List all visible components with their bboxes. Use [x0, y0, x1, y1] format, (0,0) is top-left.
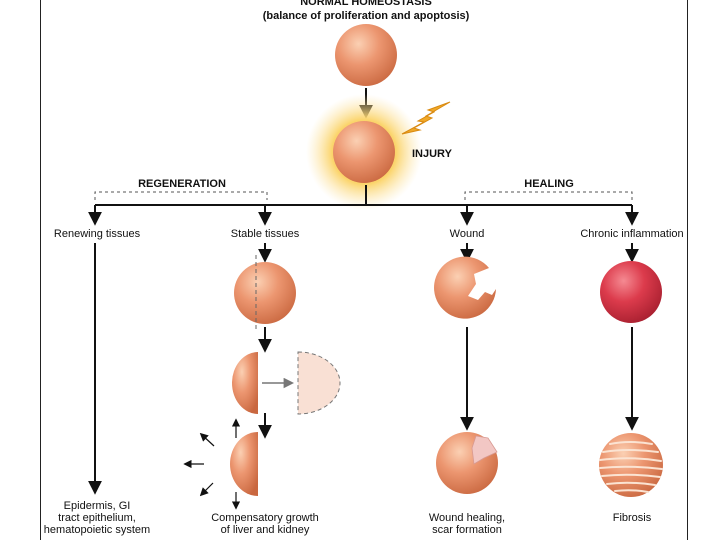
regrowing-cell: [230, 432, 258, 496]
inflamed-cell: [600, 261, 662, 323]
title-line1: NORMAL HOMEOSTASIS: [300, 0, 432, 8]
fibrotic-cell: [599, 433, 663, 497]
outcome-renewing-3: hematopoietic system: [43, 524, 151, 536]
outcome-stable-1: Compensatory growth: [211, 512, 319, 524]
branch-label-wound: Wound: [449, 228, 485, 240]
healing-label: HEALING: [524, 178, 574, 190]
outcome-renewing-2: tract epithelium,: [58, 512, 136, 524]
branch-label-stable: Stable tissues: [230, 228, 300, 240]
lightning-bolt-icon: [401, 101, 451, 135]
healing-bracket: [464, 191, 633, 200]
growth-arrow-downleft: [199, 482, 214, 497]
title-line2: (balance of proliferation and apoptosis): [262, 10, 470, 22]
injury-label: INJURY: [412, 148, 452, 160]
diagram-frame: [40, 0, 688, 540]
outcome-stable-2: of liver and kidney: [220, 524, 310, 536]
wounded-cell: [434, 256, 496, 319]
growth-arrow-upleft: [199, 432, 215, 447]
outcome-chronic-1: Fibrosis: [612, 512, 652, 524]
branch-label-renewing: Renewing tissues: [53, 228, 141, 240]
fibrosis-strands: [599, 441, 663, 493]
branch-label-chronic: Chronic inflammation: [580, 228, 684, 240]
injured-cell: [333, 121, 395, 183]
scar-patch: [471, 435, 498, 465]
regeneration-bracket: [94, 191, 268, 200]
outcome-wound-1: Wound healing,: [428, 512, 506, 524]
normal-cell: [335, 24, 397, 86]
regeneration-label: REGENERATION: [138, 178, 226, 190]
half-cell: [232, 352, 258, 414]
stable-cell: [234, 262, 296, 324]
outcome-wound-2: scar formation: [432, 524, 502, 536]
outcome-renewing-1: Epidermis, GI: [63, 500, 131, 512]
removed-half-outline: [297, 351, 341, 415]
